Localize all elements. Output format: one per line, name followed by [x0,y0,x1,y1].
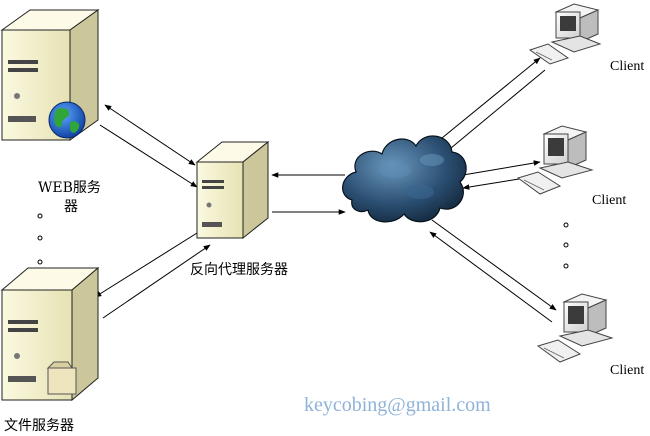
arrow-cloud-to-client-2 [462,160,541,176]
client-2-label: Client [592,193,626,208]
arrow-web-to-proxy [99,124,198,188]
proxy-server [195,140,270,240]
arrow-file-to-proxy [102,244,211,319]
watermark-email: keycobing@gmail.com [304,394,491,416]
globe-icon [48,101,86,139]
server-ellipsis [37,213,43,265]
web-server [0,9,100,141]
client-computer-2 [516,125,594,195]
client-3-label: Client [610,363,644,378]
arrow-cloud-to-client-3 [431,219,557,311]
connection-arrows [94,57,557,323]
arrow-client-3-to-cloud [429,231,553,323]
file-server-label: 文件服务器 [4,418,74,434]
client-computer-3 [536,293,614,363]
proxy-server-label: 反向代理服务器 [190,262,288,278]
web-server-label-line1: WEB服务 [38,180,101,196]
web-server-label-line2: 器 [64,199,78,215]
arrow-cloud-to-client-1 [441,57,541,139]
arrow-client-1-to-cloud [444,69,546,154]
client-computer-1 [528,3,602,65]
file-server [0,266,100,402]
client-ellipsis [563,222,569,269]
client-1-label: Client [610,59,644,74]
arrow-proxy-to-file [94,227,206,298]
arrow-proxy-to-web [104,104,196,166]
folder-icon [46,361,77,395]
internet-cloud-icon [342,135,467,223]
